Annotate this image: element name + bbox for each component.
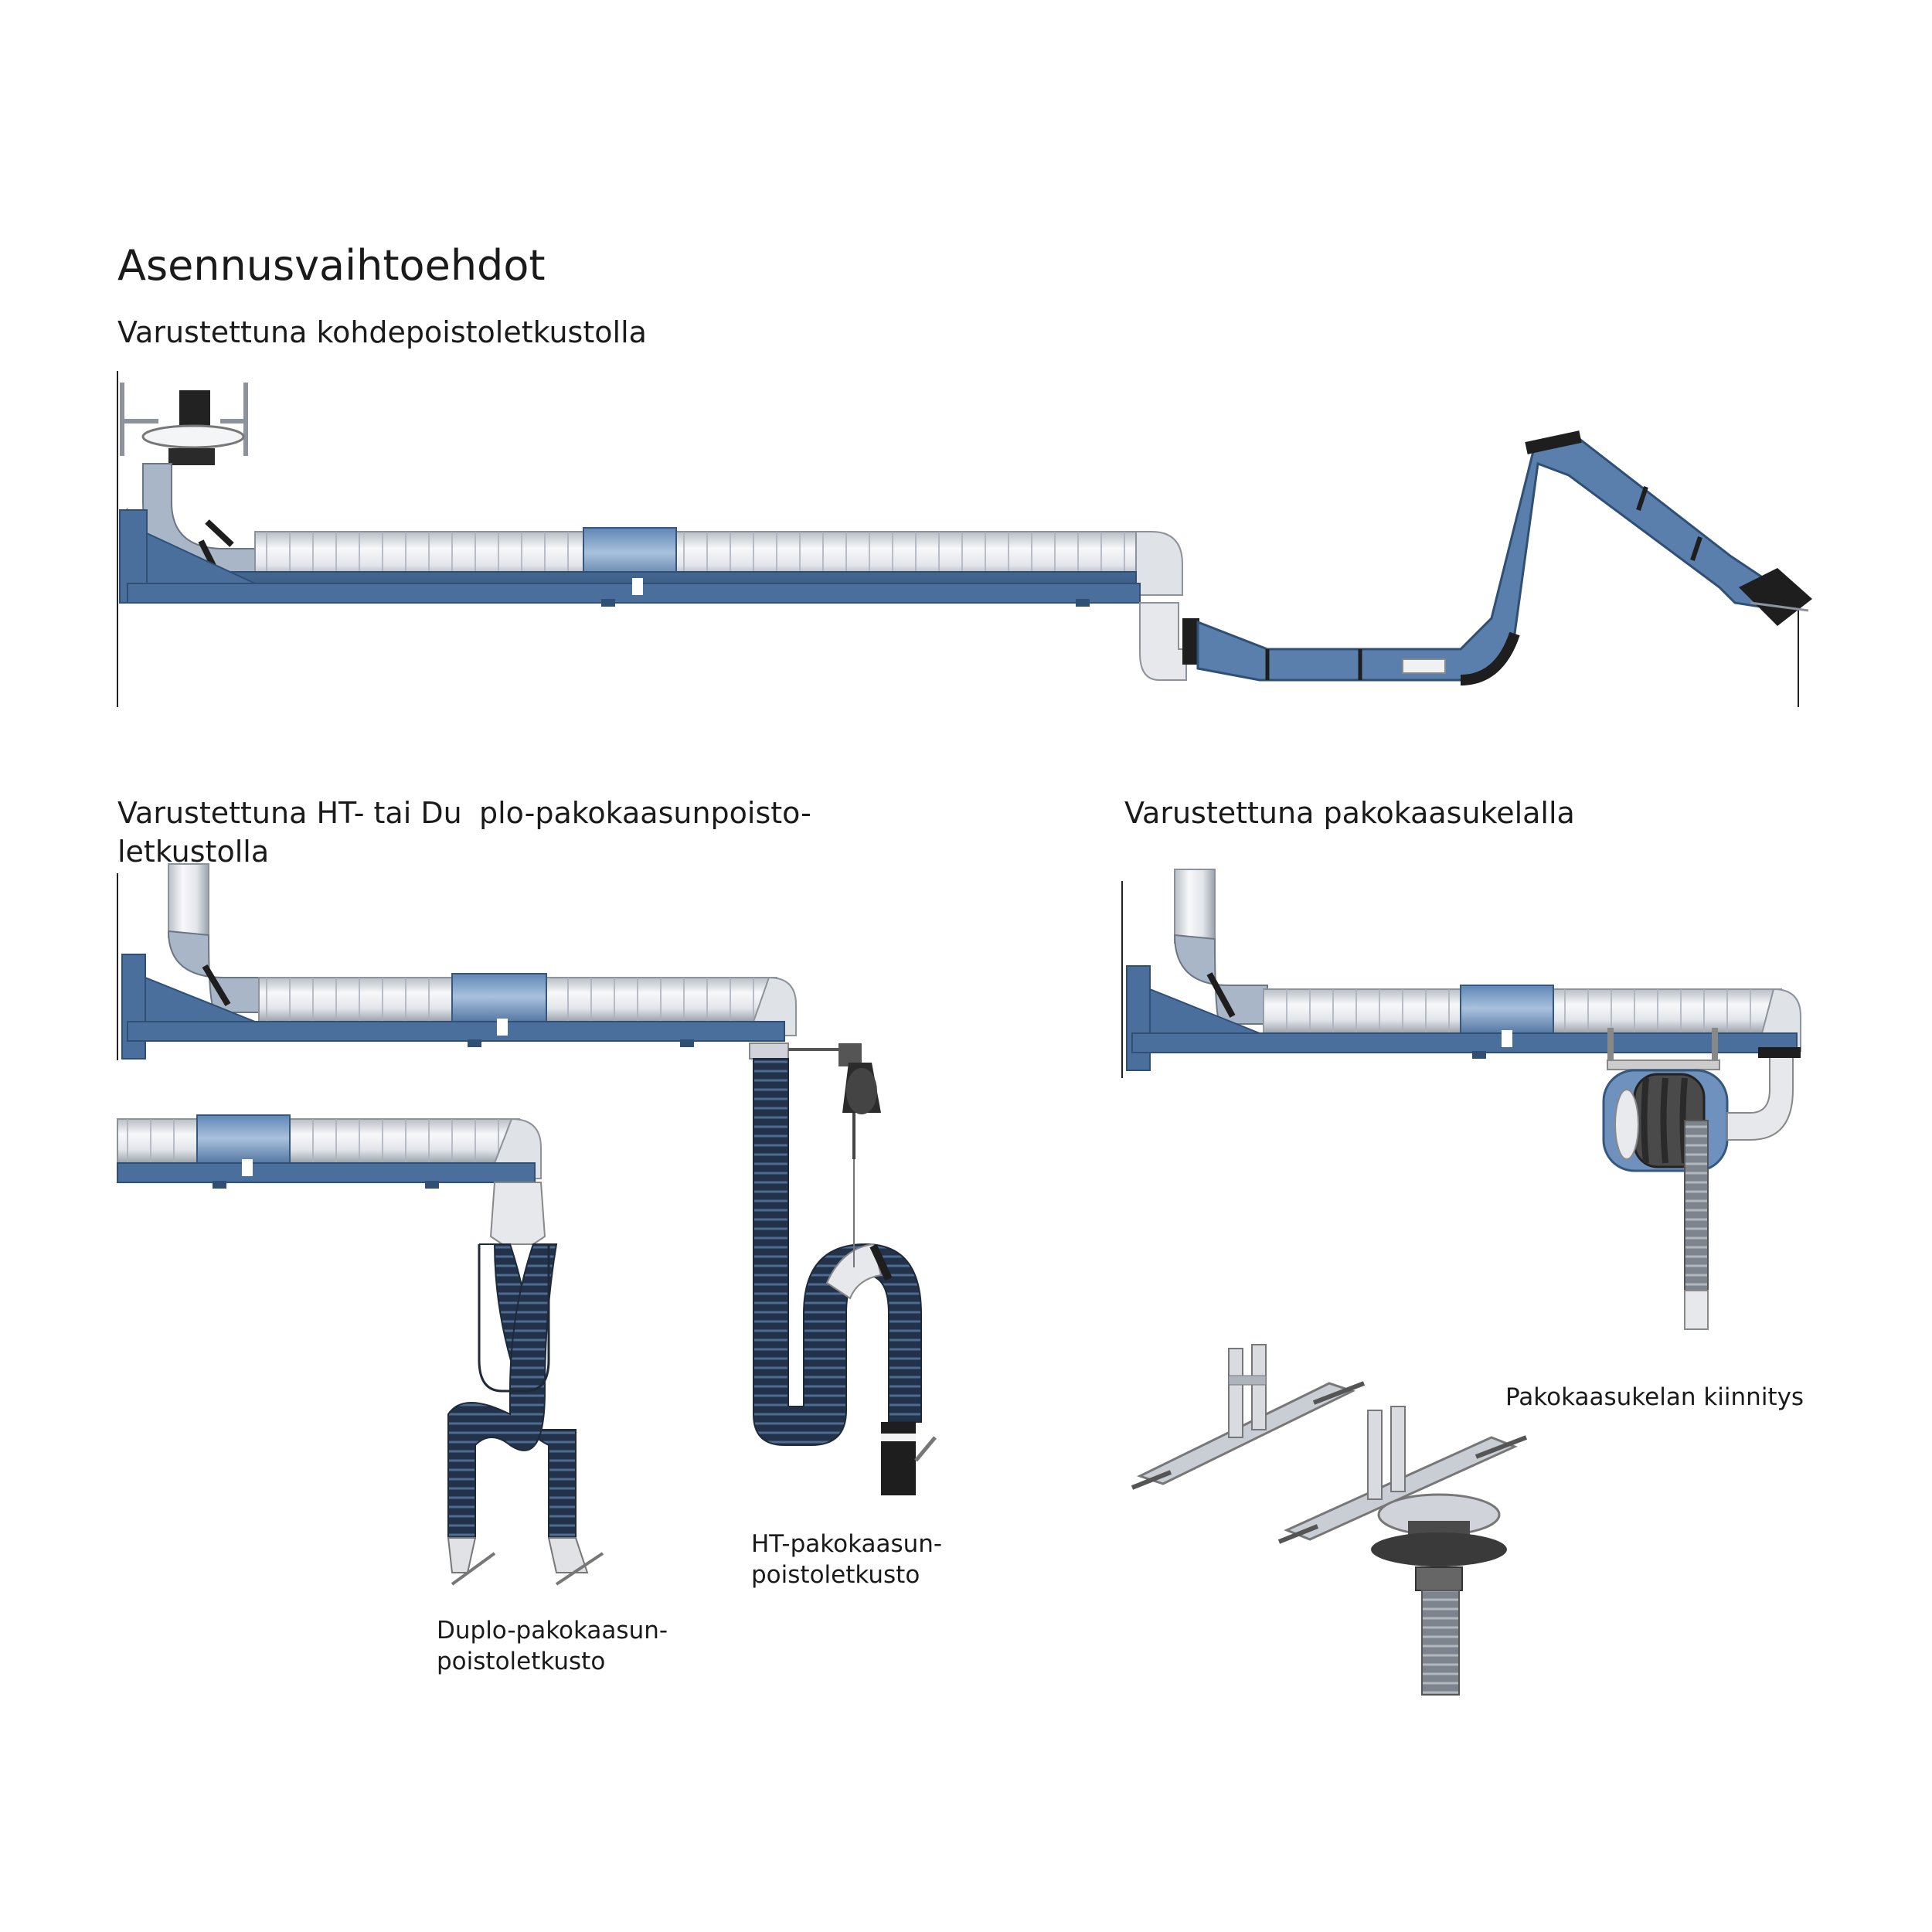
caption-ht-line1: HT-pakokaasun- [751,1530,943,1558]
hose-reel-rail-diagram [1121,869,1801,1696]
page-title: Asennusvaihtoehdot [117,241,546,290]
extraction-arm-rail-diagram [117,371,1812,707]
section-heading-bottom-left-part2: plo-pakokaasunpoisto- [479,796,811,830]
fan-icon [120,383,248,465]
caption-duplo-line1: Duplo-pakokaasun- [437,1617,668,1645]
caption-reel-mount: Pakokaasukelan kiinnitys [1505,1383,1804,1411]
hose-reel-icon [1602,1028,1801,1330]
swivel-joint-icon [1371,1493,1507,1696]
section-heading-bottom-left-line2: letkustolla [117,835,270,869]
exhaust-nozzle-icon [881,1422,937,1495]
duplo-nozzle-icon [447,1537,604,1586]
section-heading-bottom-left-part1: Varustettuna HT- tai Du [117,796,462,830]
extraction-hood-icon [1739,568,1812,626]
caption-ht-line2: poistoletkusto [751,1561,920,1589]
caption-duplo-line2: poistoletkusto [437,1648,606,1675]
spring-balancer-icon [842,1063,881,1267]
section-heading-top: Varustettuna kohdepoistoletkustolla [117,315,647,349]
reel-mounting-kit-icon [1131,1344,1528,1544]
ht-duplo-rail-diagram [117,863,937,1586]
section-heading-bottom-right: Varustettuna pakokaasukelalla [1124,796,1575,830]
